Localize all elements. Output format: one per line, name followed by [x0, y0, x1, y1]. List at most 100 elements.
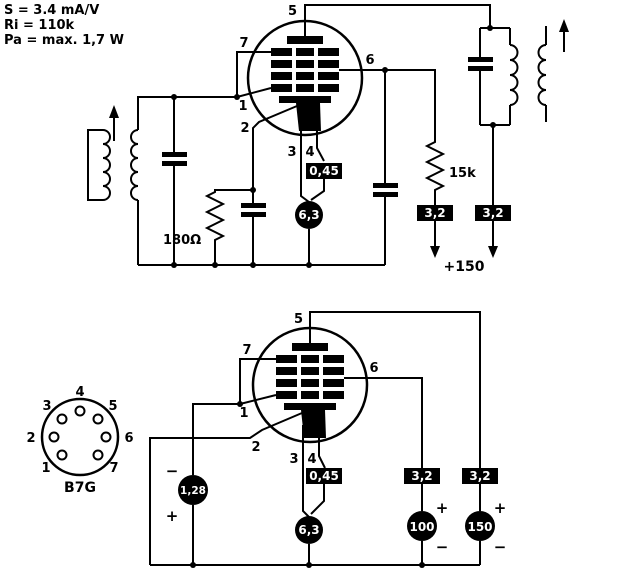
b7g-pin-2 — [48, 431, 60, 443]
top-pin1-label: 1 — [238, 99, 247, 114]
b7g-socket-diagram: 4 3 5 2 6 1 7 B7G — [26, 385, 133, 496]
electrode-stem — [301, 410, 326, 438]
electrode-gap — [271, 56, 339, 60]
top-pin5-wire — [304, 4, 491, 36]
screen-resistor-label: 15k — [449, 166, 476, 181]
b7g-pin-label-5: 5 — [108, 399, 117, 414]
top-pin6-label: 6 — [365, 53, 374, 68]
input-secondary-coil — [130, 129, 139, 201]
bottom-pin7-wire — [239, 358, 276, 404]
b7g-pin-6 — [100, 431, 112, 443]
top-pin3-wire — [300, 118, 310, 203]
anode-current-value-bottom: 3,2 — [469, 469, 490, 483]
top-pin4-wire — [316, 118, 325, 162]
electrode-bar — [287, 36, 323, 44]
junction-dot — [250, 262, 256, 268]
bottom-pin6-wire — [344, 377, 423, 468]
supply-voltage-label: +150 — [444, 259, 485, 275]
cathode-network: 180Ω — [163, 105, 298, 265]
electrode-bar — [279, 96, 331, 103]
screen-cap-plate — [373, 192, 398, 197]
junction-dot — [190, 562, 196, 568]
input-signal-arrow-icon — [109, 105, 119, 118]
b7g-pin-label-2: 2 — [26, 431, 35, 446]
electrode-bar — [271, 84, 339, 92]
cathode-resistor — [204, 189, 253, 265]
b7g-pin-label-6: 6 — [124, 431, 133, 446]
anode-voltage-value: 150 — [467, 520, 492, 534]
heater-current-value-top: 0,45 — [309, 164, 339, 178]
bottom-pin1-label: 1 — [239, 406, 248, 421]
screen-network: 15k 3,2 — [339, 67, 476, 265]
top-pin1-wire — [236, 87, 272, 98]
screen-voltage-meter — [407, 511, 437, 541]
junction-dot — [306, 562, 312, 568]
output-transformer — [480, 19, 569, 126]
screen-resistor — [424, 140, 446, 205]
bottom-pin7-label: 7 — [242, 343, 251, 358]
spec-transconductance: S = 3.4 mA/V — [4, 3, 99, 18]
bottom-pin4-label: 4 — [307, 452, 316, 467]
heater-meter-link-wire — [310, 179, 325, 201]
top-tube: 5 7 1 2 3 4 6 — [238, 4, 374, 160]
junction-dot — [234, 94, 240, 100]
electrode-bar — [276, 355, 344, 363]
output-cap-plate — [468, 57, 493, 62]
anode-current-value-top: 3,2 — [482, 206, 503, 220]
grid-bias-wire — [192, 403, 240, 475]
b7g-pin-label-3: 3 — [42, 399, 51, 414]
output-primary-coil — [509, 44, 519, 106]
anode-network: 3,2 +150 — [304, 4, 569, 275]
spec-anode-dissipation: Pa = max. 1,7 W — [4, 33, 124, 48]
heater-current-meter-bottom — [306, 468, 342, 484]
screen-current-meter-top — [417, 205, 453, 221]
bottom-pin2-label: 2 — [251, 440, 260, 455]
grid-bias-meter — [178, 475, 208, 505]
screen-cap-plate — [373, 183, 398, 188]
bottom-pin5-label: 5 — [294, 312, 303, 327]
cathode-resistor-label: 180Ω — [163, 233, 201, 248]
electrode-bar — [271, 60, 339, 68]
bottom-pin4-wire — [318, 425, 326, 469]
anode-current-meter-top — [475, 205, 511, 221]
bottom-tube-electrodes — [276, 343, 344, 438]
junction-dot — [419, 562, 425, 568]
grid-voltage-value: 1,28 — [180, 485, 206, 497]
anode-minus-sign: − — [494, 538, 507, 556]
top-heater-branch: 0,45 6,3 — [295, 118, 342, 265]
b7g-pin-4 — [74, 405, 86, 417]
electrode-gap — [276, 375, 344, 379]
cathode-bypass-capacitor — [241, 190, 266, 265]
top-pin7-wire — [236, 51, 271, 97]
output-tuning-capacitor — [468, 28, 493, 125]
top-pin7-label: 7 — [239, 36, 248, 51]
b7g-pin-7 — [92, 449, 104, 461]
anode-voltage-meter — [465, 511, 495, 541]
b7g-pin-label-7: 7 — [109, 461, 118, 476]
screen-current-meter-bottom — [404, 468, 440, 484]
electrode-bar — [292, 343, 328, 351]
top-measurement-circuit: 5 7 1 2 3 4 6 180Ω — [87, 4, 569, 275]
screen-current-value-bottom: 3,2 — [411, 469, 432, 483]
electrode-bar — [284, 403, 336, 410]
heater-current-meter-top — [306, 163, 342, 179]
bottom-pin3-label: 3 — [289, 452, 298, 467]
b7g-pin-5 — [92, 413, 104, 425]
electrode-gap — [271, 68, 339, 72]
screen-supply-arrow-icon — [430, 246, 440, 258]
grid-minus-sign: − — [166, 462, 179, 480]
bottom-pin6-label: 6 — [369, 361, 378, 376]
top-tube-electrodes — [271, 36, 339, 131]
input-cap-plate — [162, 161, 187, 166]
top-pin6-wire — [339, 69, 436, 140]
electrode-bar — [276, 367, 344, 375]
b7g-socket-outline — [40, 397, 120, 477]
junction-dot — [306, 262, 312, 268]
junction-dot — [487, 25, 493, 31]
grid-wire — [137, 96, 237, 130]
screen-bypass-capacitor — [373, 70, 398, 265]
output-signal-arrow-icon — [559, 19, 569, 32]
input-primary-frame — [87, 129, 103, 201]
